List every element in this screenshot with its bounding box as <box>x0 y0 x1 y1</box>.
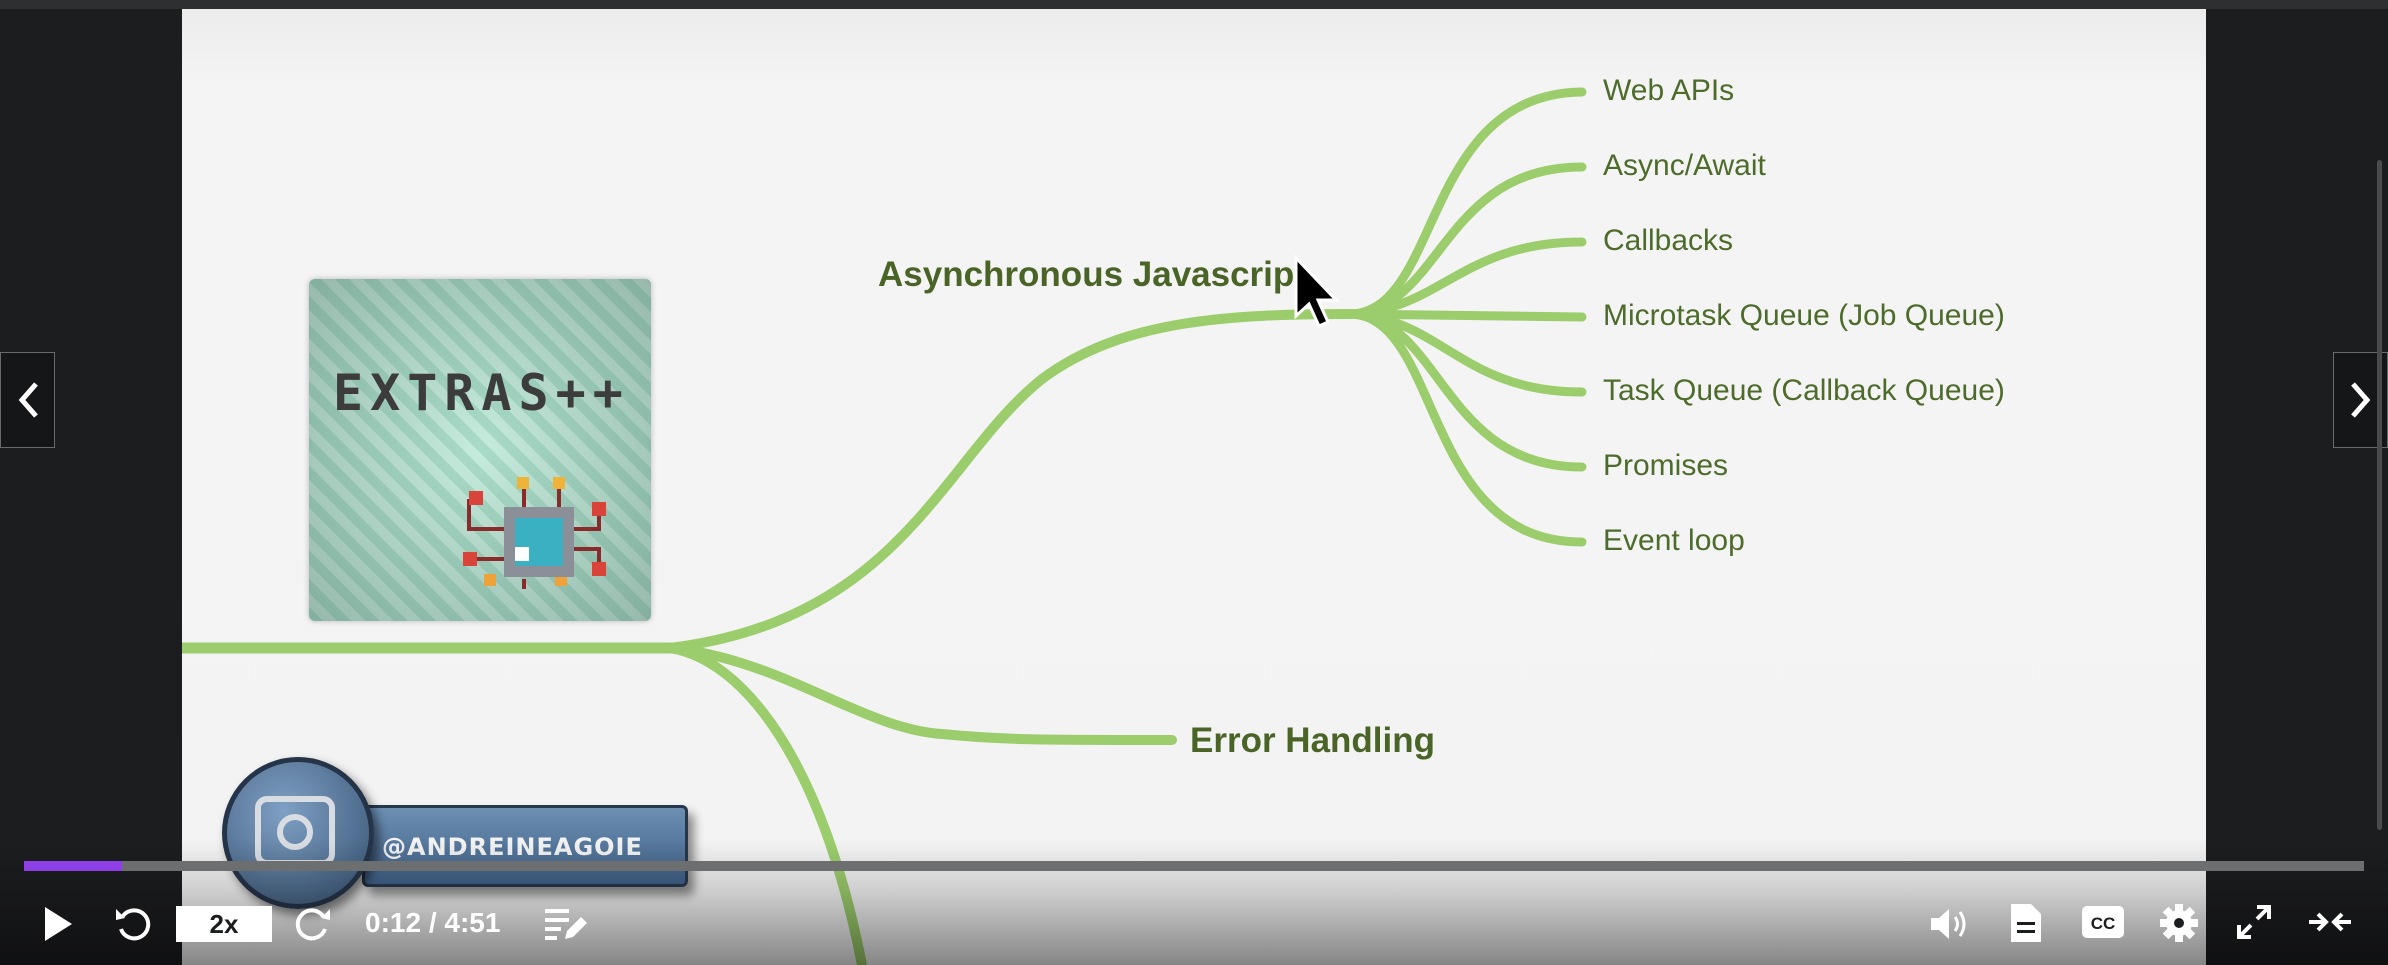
previous-lecture-button[interactable] <box>0 352 55 448</box>
leaf-microtask-queue: Microtask Queue (Job Queue) <box>1603 299 2005 332</box>
playback-speed-button[interactable]: 2x <box>176 906 272 942</box>
settings-icon <box>2160 904 2198 942</box>
collapse-icon <box>2309 912 2351 932</box>
mindmap-lines <box>182 87 1587 965</box>
captions-icon: CC <box>2082 906 2124 938</box>
notes-button[interactable] <box>2006 900 2046 946</box>
circuit-chip-icon <box>463 477 606 589</box>
leaf-web-apis: Web APIs <box>1603 74 1735 107</box>
volume-button[interactable] <box>1928 902 1972 946</box>
top-bar <box>0 0 2388 9</box>
exit-expanded-button[interactable] <box>2306 902 2354 942</box>
play-icon <box>45 907 72 941</box>
mouse-cursor-icon <box>1294 254 1340 328</box>
extras-card: EXTRAS++ <box>309 279 651 621</box>
time-display: 0:12 / 4:51 <box>365 907 501 938</box>
settings-button[interactable] <box>2156 900 2202 946</box>
captions-button[interactable]: CC <box>2080 902 2126 942</box>
progress-fill <box>24 861 123 871</box>
leaf-callbacks: Callbacks <box>1603 224 1734 257</box>
forward-button[interactable] <box>290 900 336 946</box>
extras-title: EXTRAS++ <box>333 364 630 422</box>
fullscreen-button[interactable] <box>2232 900 2276 944</box>
notes-icon <box>2011 904 2041 942</box>
branch-error-handling: Error Handling <box>1190 721 1436 760</box>
player-controls <box>0 840 2388 965</box>
rewind-icon <box>116 908 151 941</box>
add-note-button[interactable] <box>542 902 590 946</box>
leaf-promises: Promises <box>1603 449 1729 482</box>
instagram-badge <box>222 757 374 909</box>
branch-asynchronous-javascript: Asynchronous Javascript <box>878 255 1306 294</box>
progress-bar[interactable] <box>24 861 2364 871</box>
video-frame[interactable]: Web APIs Async/Await Callbacks Microtask… <box>182 9 2206 965</box>
chevron-left-icon <box>18 382 38 418</box>
page-scrollbar[interactable] <box>2377 160 2382 830</box>
leaf-event-loop: Event loop <box>1603 524 1745 557</box>
fullscreen-icon <box>2237 905 2271 939</box>
leaf-async-await: Async/Await <box>1603 149 1766 182</box>
play-button[interactable] <box>38 902 78 946</box>
leaf-task-queue: Task Queue (Callback Queue) <box>1603 374 2005 407</box>
chevron-right-icon <box>2350 382 2370 418</box>
forward-icon <box>295 908 330 941</box>
svg-text:CC: CC <box>2091 914 2116 933</box>
volume-icon <box>1931 909 1966 939</box>
rewind-button[interactable] <box>110 900 156 946</box>
instagram-handle: @ANDREINEAGOIE <box>382 833 643 861</box>
transcript-icon <box>545 909 587 940</box>
instagram-watermark: @ANDREINEAGOIE <box>222 757 722 909</box>
